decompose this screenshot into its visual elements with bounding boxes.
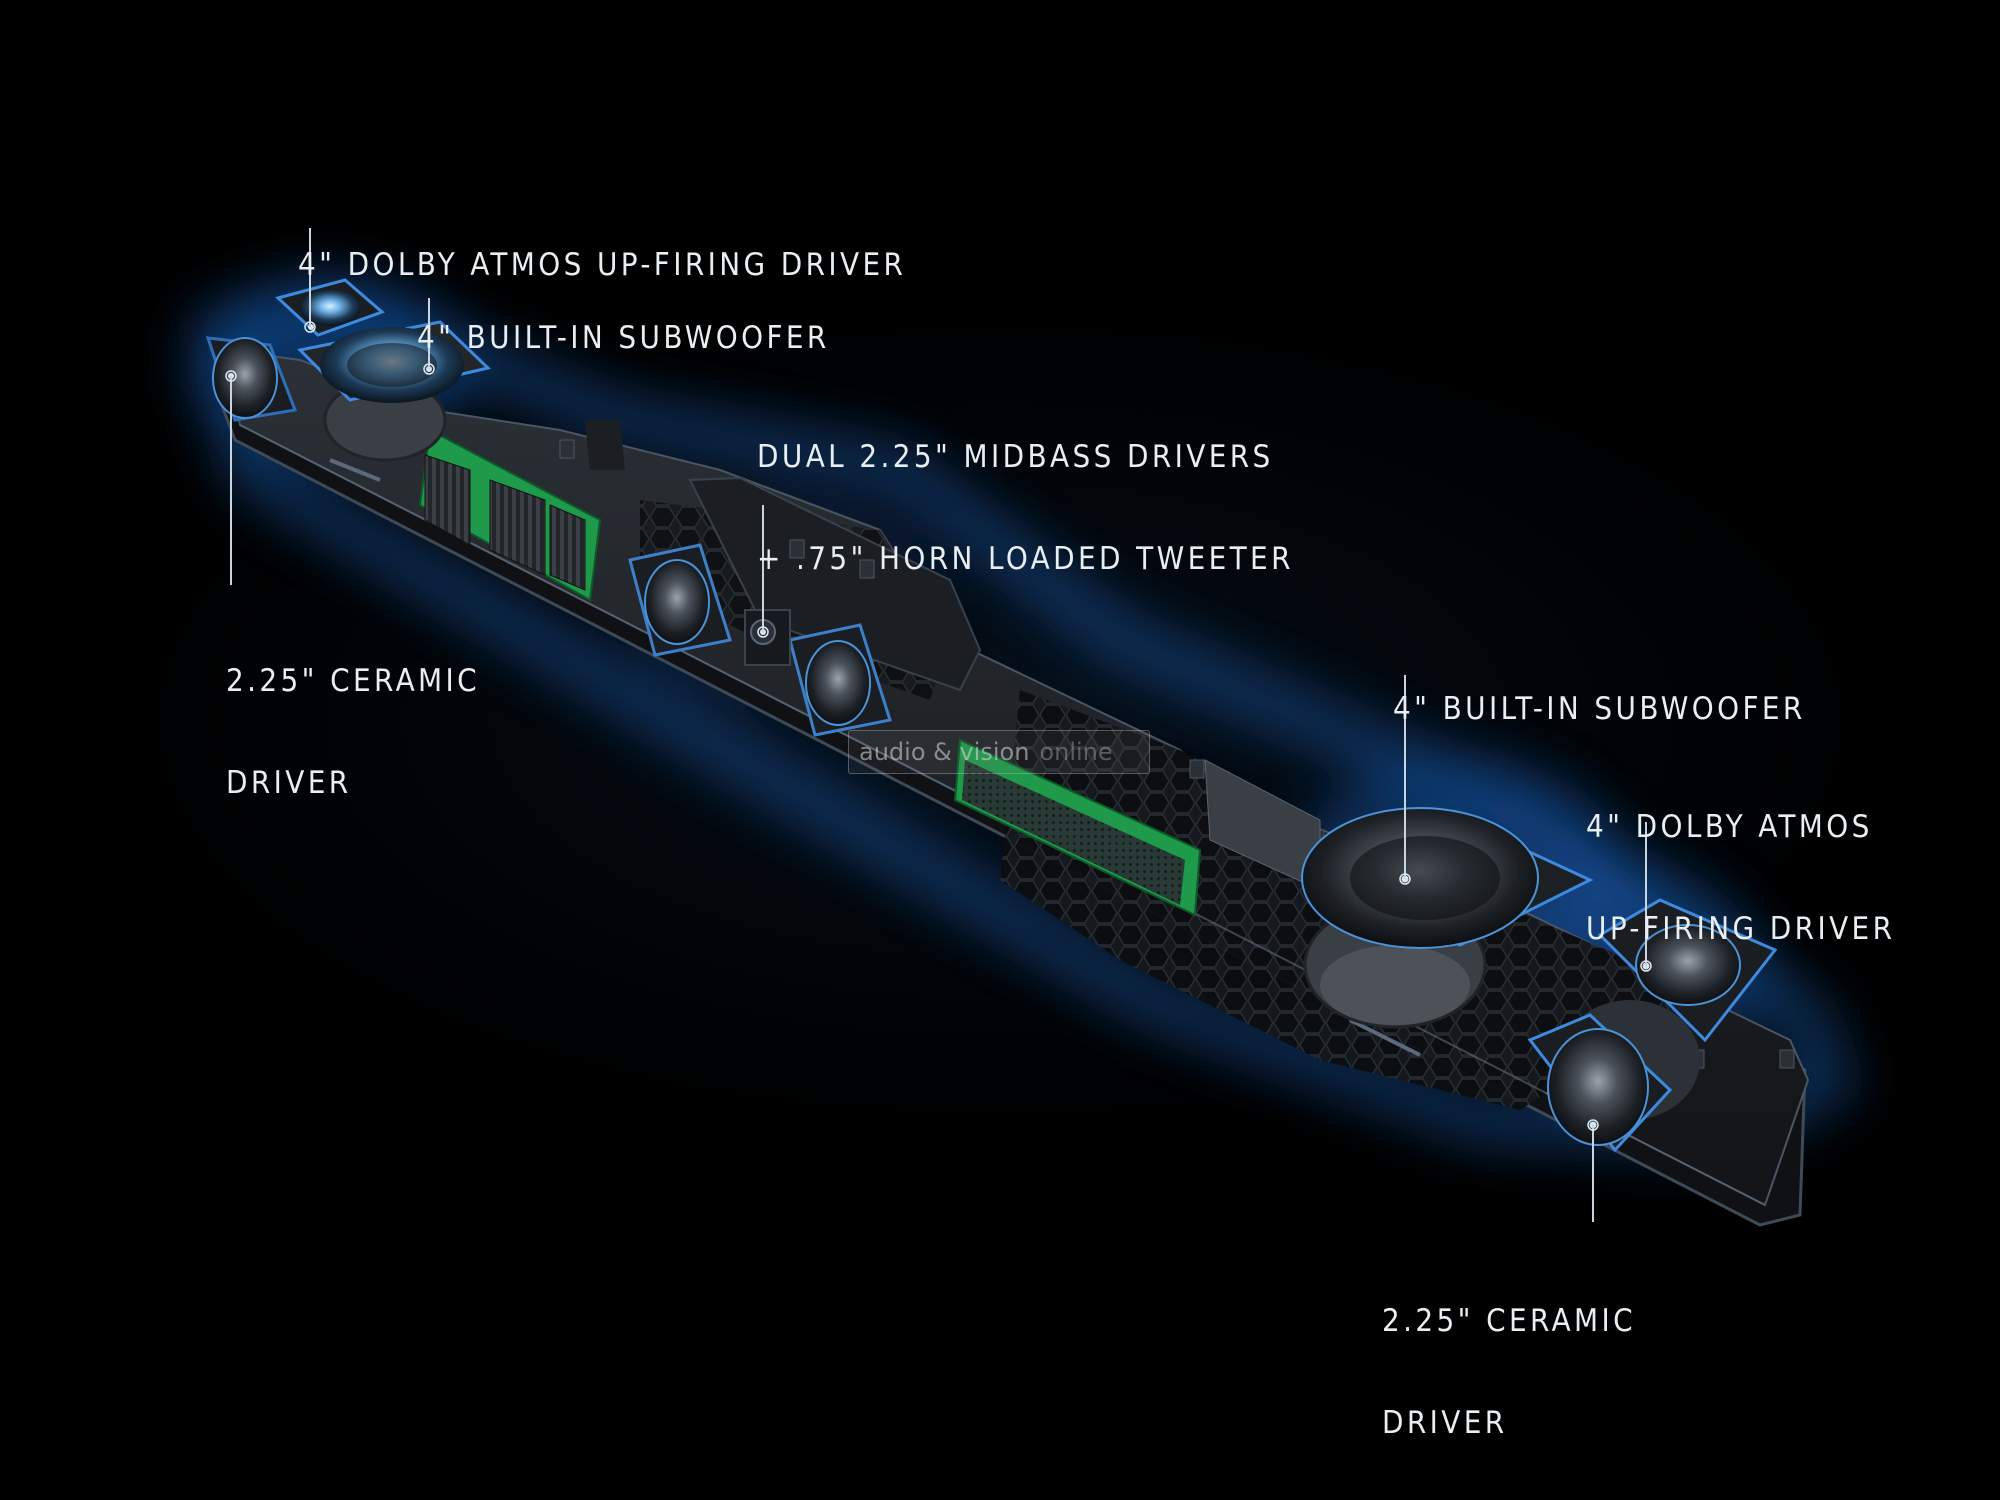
label-midbass-tweeter: DUAL 2.25" MIDBASS DRIVERS + .75" HORN L… [757, 372, 1294, 644]
watermark-part1: audio & vision [859, 738, 1030, 766]
label-left-ceramic-line1: 2.25" CERAMIC [226, 663, 481, 699]
label-right-subwoofer-text: 4" BUILT-IN SUBWOOFER [1393, 691, 1806, 727]
center-midbass-drivers [628, 543, 892, 737]
label-right-atmos-line2: UP-FIRING DRIVER [1586, 911, 1896, 947]
label-top-atmos: 4" DOLBY ATMOS UP-FIRING DRIVER [298, 180, 906, 350]
left-subwoofer [296, 320, 492, 462]
right-subwoofer [1301, 807, 1594, 1029]
label-left-ceramic: 2.25" CERAMIC DRIVER [226, 596, 480, 868]
label-midbass-line2: + .75" HORN LOADED TWEETER [757, 541, 1294, 577]
label-right-subwoofer: 4" BUILT-IN SUBWOOFER [1393, 624, 1806, 794]
right-ceramic-driver [1527, 1000, 1700, 1153]
label-midbass-line1: DUAL 2.25" MIDBASS DRIVERS [757, 439, 1274, 475]
label-top-atmos-text: 4" DOLBY ATMOS UP-FIRING DRIVER [298, 247, 907, 283]
label-right-ceramic-line2: DRIVER [1382, 1405, 1508, 1441]
center-amplifier-board [953, 738, 1321, 917]
label-right-ceramic-line1: 2.25" CERAMIC [1382, 1303, 1637, 1339]
label-right-ceramic: 2.25" CERAMIC DRIVER [1382, 1236, 1636, 1500]
leader-endpoints [225, 321, 1652, 1131]
watermark-part2: online [1039, 738, 1113, 766]
label-right-atmos-line1: 4" DOLBY ATMOS [1586, 809, 1873, 845]
left-ceramic-driver [205, 336, 298, 422]
leader-lines [230, 228, 1647, 1222]
left-atmos-driver [274, 278, 385, 337]
right-atmos-driver [1597, 898, 1778, 1043]
label-left-ceramic-line2: DRIVER [226, 765, 352, 801]
label-right-atmos: 4" DOLBY ATMOS UP-FIRING DRIVER [1586, 742, 1895, 1014]
label-top-subwoofer: 4" BUILT-IN SUBWOOFER [417, 253, 830, 423]
left-amplifier-board [418, 420, 625, 602]
label-top-subwoofer-text: 4" BUILT-IN SUBWOOFER [417, 320, 830, 356]
watermark: audio & vision online [848, 730, 1150, 774]
